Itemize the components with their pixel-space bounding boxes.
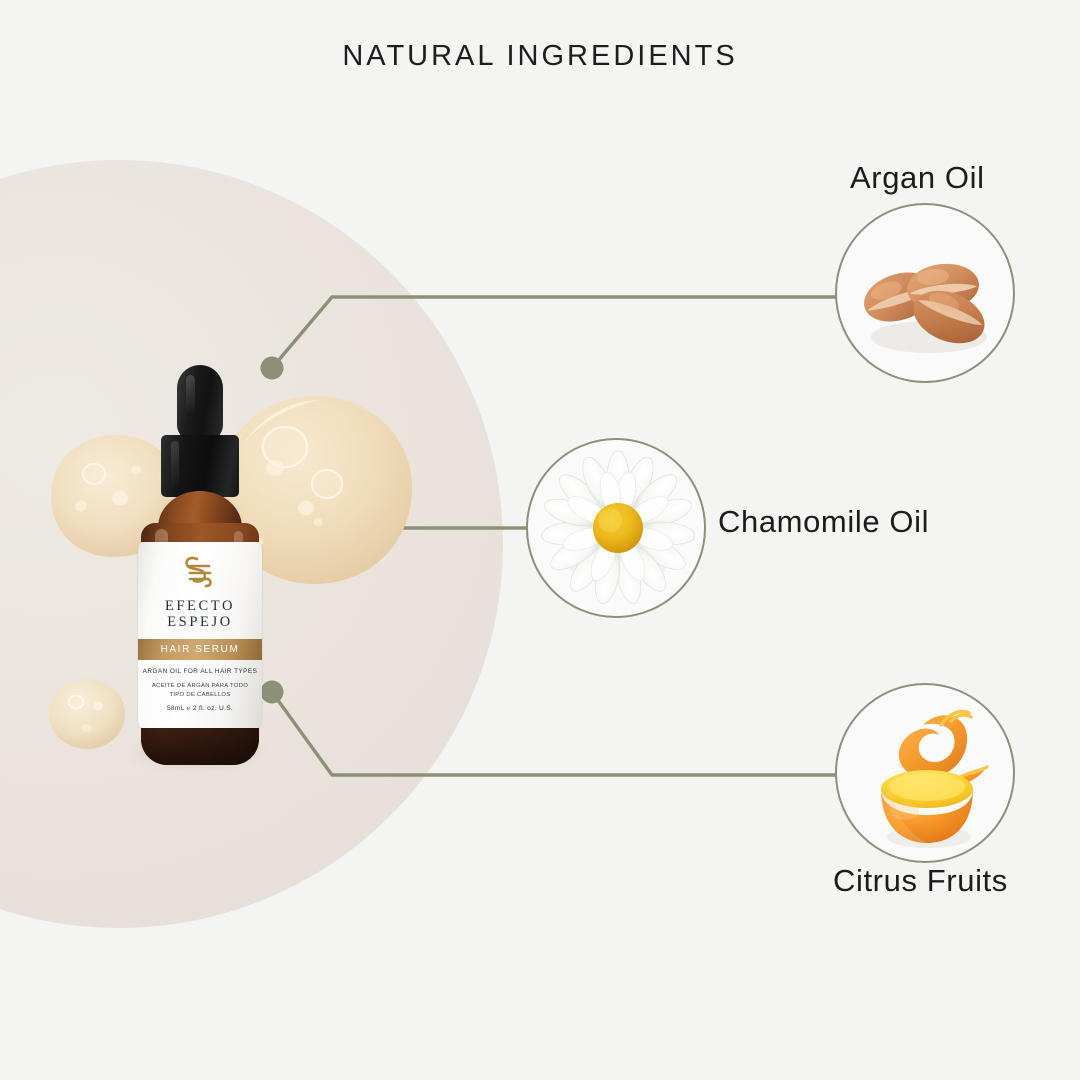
- label-tagline-es: ACEITE DE ARGÁN PARA TODO TIPO DE CABELL…: [138, 682, 262, 699]
- brand-line-1: EFECTO: [164, 598, 236, 614]
- brand-logo-icon: [138, 552, 262, 592]
- label-tagline-es-line-2: TIPO DE CABELLOS: [169, 691, 231, 698]
- argan-nuts-icon: [864, 263, 987, 353]
- ingredient-circle-chamomile-oil[interactable]: [526, 438, 706, 618]
- ingredient-circle-argan-oil[interactable]: [835, 203, 1015, 383]
- ingredient-circle-citrus-fruits[interactable]: [835, 683, 1015, 863]
- dropper-collar: [161, 435, 239, 497]
- ingredient-label-argan-oil: Argan Oil: [850, 160, 985, 195]
- product-name-band: HAIR SERUM: [138, 639, 262, 660]
- label-volume: 58mL ℮ 2 fl. oz. U.S.: [166, 705, 234, 712]
- connector-dot-citrus-fruits: [260, 680, 284, 704]
- ingredient-label-chamomile-oil: Chamomile Oil: [718, 504, 930, 539]
- connector-dot-argan-oil: [260, 356, 284, 380]
- citrus-orange-icon: [881, 709, 989, 848]
- page-title: NATURAL INGREDIENTS: [342, 40, 738, 72]
- brand-name: EFECTO ESPEJO: [138, 598, 262, 630]
- connector-argan-oil: [270, 295, 842, 370]
- product-name-text: HAIR SERUM: [160, 644, 240, 655]
- label-tagline-en: ARGAN OIL FOR ALL HAIR TYPES: [142, 668, 258, 675]
- brand-line-2: ESPEJO: [167, 614, 233, 630]
- label-tagline-es-line-1: ACEITE DE ARGÁN PARA TODO: [151, 683, 249, 689]
- product-bottle: EFECTO ESPEJO HAIR SERUM ARGAN OIL FOR A…: [120, 365, 280, 765]
- connector-citrus-fruits: [270, 690, 842, 777]
- serum-swatch-small: [49, 679, 125, 749]
- chamomile-flower-icon: [541, 450, 695, 604]
- bottle-label: EFECTO ESPEJO HAIR SERUM ARGAN OIL FOR A…: [138, 542, 262, 728]
- ingredient-label-citrus-fruits: Citrus Fruits: [833, 863, 1008, 898]
- dropper-bulb: [177, 365, 223, 441]
